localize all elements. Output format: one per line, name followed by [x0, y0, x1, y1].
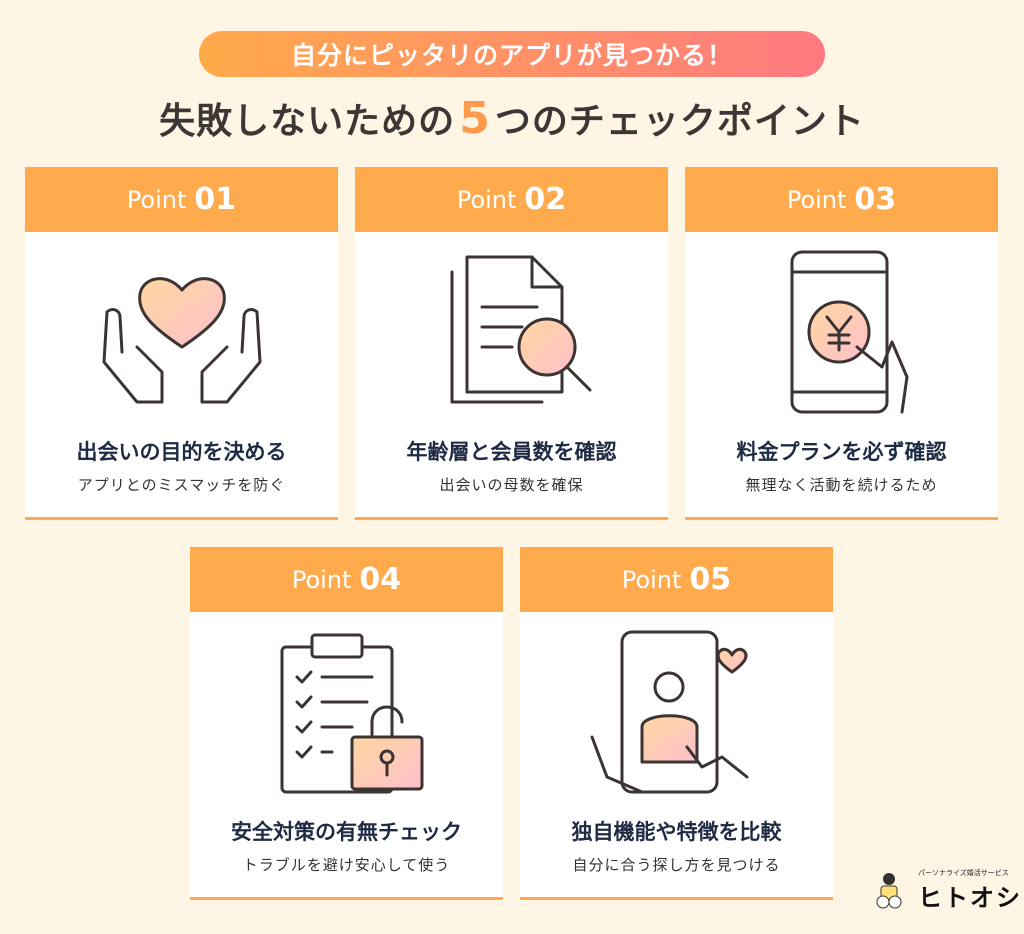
document-magnifier-icon: [355, 232, 668, 432]
point-subtitle: 出会いの母数を確保: [439, 476, 584, 494]
subtitle-banner: 自分にピッタリのアプリが見つかる！: [199, 31, 825, 77]
heart-hands-icon: [25, 232, 338, 432]
point-title: 料金プランを必ず確認: [736, 440, 947, 464]
phone-yen-icon: [685, 232, 998, 432]
point-label: Point: [621, 565, 682, 594]
point-label: Point: [291, 565, 352, 594]
title-pre: 失敗しないための: [159, 101, 456, 142]
brand-logo: パーソナライズ婚活サービスヒトオシ: [868, 868, 1022, 913]
title-post: つのチェックポイント: [494, 101, 865, 142]
point-number: 02: [524, 182, 567, 217]
point-subtitle: アプリとのミスマッチを防ぐ: [77, 476, 286, 494]
point-number: 05: [689, 562, 732, 597]
point-title: 独自機能や特徴を比較: [571, 820, 782, 844]
logo-mascot-icon: [876, 872, 902, 908]
point-title: 出会いの目的を決める: [76, 440, 287, 464]
point-subtitle: 自分に合う探し方を見つける: [572, 856, 781, 874]
point-number: 03: [854, 182, 897, 217]
point-label: Point: [786, 185, 847, 214]
point-title: 年齢層と会員数を確認: [406, 440, 617, 464]
logo-tagline: パーソナライズ婚活サービス: [918, 869, 1009, 877]
point-label: Point: [126, 185, 187, 214]
clipboard-lock-icon: [190, 612, 503, 812]
point-label: Point: [456, 185, 517, 214]
phone-profile-heart-icon: [520, 612, 833, 812]
logo-name: ヒトオシ: [918, 884, 1022, 912]
title-number: 5: [459, 93, 491, 144]
point-subtitle: 無理なく活動を続けるため: [745, 476, 938, 494]
point-subtitle: トラブルを避け安心して使う: [242, 856, 451, 874]
point-number: 01: [194, 182, 237, 217]
point-number: 04: [359, 562, 402, 597]
point-title: 安全対策の有無チェック: [231, 820, 462, 844]
